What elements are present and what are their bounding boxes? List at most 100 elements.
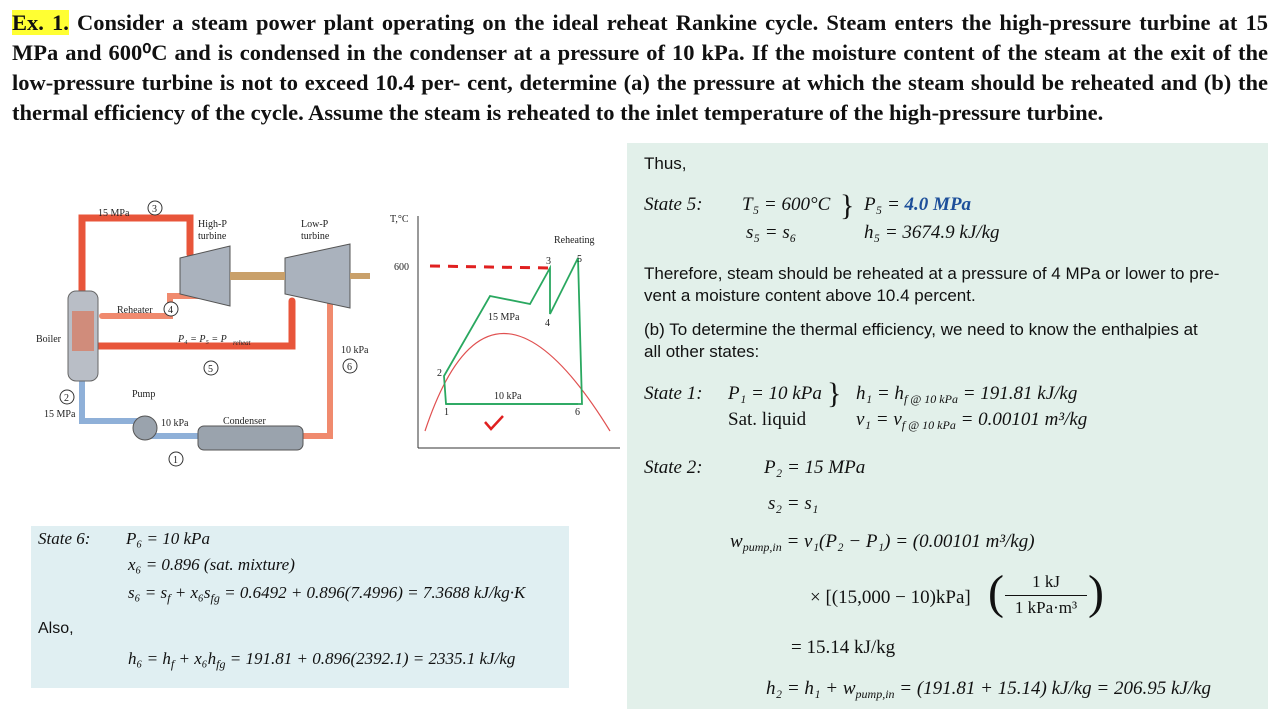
state5-enthalpy: h₅ = 3674.9 kJ/kg xyxy=(864,222,1000,243)
example-label: Ex. 1. xyxy=(12,10,69,35)
thus-text: Thus, xyxy=(644,154,687,173)
water-pipes xyxy=(79,368,203,439)
ts-point-1: 1 xyxy=(444,407,449,418)
state5-label: State 5: xyxy=(644,194,703,215)
ts-point-3: 3 xyxy=(546,256,551,267)
state1-v-sub: f @ 10 kPa xyxy=(901,418,956,432)
fraction-numerator: 1 kJ xyxy=(1032,572,1060,591)
h6-sub-f: f xyxy=(170,657,175,671)
state-5-marker: 5 xyxy=(208,364,213,375)
paren-right: ) xyxy=(1088,566,1104,619)
h2-lhs: h₂ = h₁ + w xyxy=(766,678,856,699)
label-hp2: turbine xyxy=(198,231,227,242)
state5-pressure-lhs: P₅ = xyxy=(864,194,905,215)
problem-statement: Ex. 1. Consider a steam power plant oper… xyxy=(12,8,1268,128)
state5-pressure-value: 4.0 MPa xyxy=(904,194,972,215)
state6-label: State 6: xyxy=(38,529,91,548)
also-text: Also, xyxy=(38,620,74,637)
label-10kpa-right: 10 kPa xyxy=(341,345,369,356)
ts-15mpa-label: 15 MPa xyxy=(488,312,520,323)
pump-work-lhs: w xyxy=(730,531,743,552)
state5-entropy: s₅ = s₆ xyxy=(746,222,797,243)
label-preheat: P₄ = P₅ = P xyxy=(177,334,227,345)
reheat-cycle-path xyxy=(443,257,583,405)
state1-v-value: = 0.00101 m³/kg xyxy=(955,409,1088,430)
state6-quality: x₆ = 0.896 (sat. mixture) xyxy=(128,555,295,574)
label-lp: Low-P xyxy=(301,219,329,230)
ts-point-5: 5 xyxy=(577,254,582,265)
label-15mpa-top: 15 MPa xyxy=(98,208,130,219)
h6-mid: + x₆h xyxy=(174,649,217,668)
s6-value: = 0.6492 + 0.896(7.4996) = 7.3688 kJ/kg·… xyxy=(219,583,526,602)
pump-work-result: = 15.14 kJ/kg xyxy=(791,637,896,658)
ts-10kpa-label: 10 kPa xyxy=(494,391,522,402)
solution-panel-left: State 6: P₆ = 10 kPa x₆ = 0.896 (sat. mi… xyxy=(31,526,569,688)
pump-shape xyxy=(132,415,158,441)
state5-temperature: T₅ = 600°C xyxy=(742,194,831,215)
s6-mid: + x₆s xyxy=(170,583,211,602)
state-markers xyxy=(59,200,358,467)
state-1-marker: 1 xyxy=(173,455,178,466)
problem-text: Consider a steam power plant operating o… xyxy=(12,10,1268,125)
state2-pressure: P₂ = 15 MPa xyxy=(764,457,866,478)
therefore-line2: vent a moisture content above 10.4 perce… xyxy=(644,286,976,305)
state1-volume: v₁ = vf @ 10 kPa = 0.00101 m³/kg xyxy=(856,409,1087,433)
state2-entropy: s₂ = s₁ xyxy=(768,493,819,514)
state1-h-value: = 191.81 kJ/kg xyxy=(957,383,1078,404)
part-b-line1: (b) To determine the thermal efficiency,… xyxy=(644,320,1198,339)
red-dashed-600 xyxy=(429,264,551,270)
ts-point-4: 4 xyxy=(545,318,550,329)
label-10kpa-bottom: 10 kPa xyxy=(161,418,189,429)
condenser-shape xyxy=(197,425,304,451)
s6-sub-f: f xyxy=(167,591,171,605)
ts-point-2: 2 xyxy=(437,368,442,379)
h2-eq: h₂ = h₁ + wpump,in = (191.81 + 15.14) kJ… xyxy=(766,678,1211,702)
s6-lhs: s₆ = s xyxy=(128,583,168,602)
red-check-mark xyxy=(484,415,504,431)
ts-point-6: 6 xyxy=(575,407,580,418)
state6-enthalpy: h₆ = hf + x₆hfg = 191.81 + 0.896(2392.1)… xyxy=(128,649,515,672)
h6-value: = 191.81 + 0.896(2392.1) = 2335.1 kJ/kg xyxy=(225,649,516,668)
state1-sat-liquid: Sat. liquid xyxy=(728,409,807,430)
h6-lhs: h₆ = h xyxy=(128,649,171,668)
pump-work-eq: wpump,in = v₁(P₂ − P₁) = (0.00101 m³/kg) xyxy=(730,531,1035,555)
part-b-line2: all other states: xyxy=(644,342,760,361)
pump-work-rhs: = v₁(P₂ − P₁) = (0.00101 m³/kg) xyxy=(781,531,1035,552)
state6-pressure: P₆ = 10 kPa xyxy=(126,529,210,548)
h6-sub-fg: fg xyxy=(216,657,226,671)
label-pump: Pump xyxy=(132,389,155,400)
state1-h-lhs: h₁ = h xyxy=(856,383,904,404)
hp-turbine-shape xyxy=(179,245,231,307)
ts-diagram: T,°C 600 Reheating 15 MPa 10 kPa 1 2 3 4… xyxy=(390,214,620,449)
label-boiler: Boiler xyxy=(36,334,62,345)
label-preheat-sub: reheat xyxy=(233,339,252,347)
fraction-bar xyxy=(1005,595,1087,596)
h2-rhs: = (191.81 + 15.14) kJ/kg = 206.95 kJ/kg xyxy=(894,678,1212,699)
state2-label: State 2: xyxy=(644,457,703,478)
label-lp2: turbine xyxy=(301,231,330,242)
therefore-line1: Therefore, steam should be reheated at a… xyxy=(644,264,1220,283)
s6-sub-fg: fg xyxy=(210,591,220,605)
pump-work-line2: × [(15,000 − 10)kPa] xyxy=(810,587,971,608)
label-reheater: Reheater xyxy=(117,305,153,316)
state5-brace: } xyxy=(840,189,855,222)
state1-brace: } xyxy=(827,377,842,410)
label-condenser: Condenser xyxy=(223,416,266,427)
paren-left: ( xyxy=(988,566,1004,619)
state-4-marker: 4 xyxy=(168,305,173,316)
label-hp: High-P xyxy=(198,219,227,230)
label-15mpa-left: 15 MPa xyxy=(44,409,76,420)
state1-pressure: P₁ = 10 kPa xyxy=(728,383,822,404)
state1-label: State 1: xyxy=(644,383,703,404)
fraction-denominator: 1 kPa·m³ xyxy=(1014,598,1078,617)
ts-reheating-label: Reheating xyxy=(554,235,595,246)
pump-work-sub: pump,in xyxy=(742,540,782,554)
ts-yaxis-label: T,°C xyxy=(390,214,409,225)
state6-entropy: s₆ = sf + x₆sfg = 0.6492 + 0.896(7.4996)… xyxy=(128,583,525,606)
lp-turbine-shape xyxy=(284,243,351,309)
cycle-diagram: 3 4 5 6 2 1 15 MPa High-P turbine Low-P … xyxy=(36,200,620,467)
state-3-marker: 3 xyxy=(152,204,157,215)
state-2-marker: 2 xyxy=(64,393,69,404)
state1-enthalpy: h₁ = hf @ 10 kPa = 191.81 kJ/kg xyxy=(856,383,1077,407)
state-6-marker: 6 xyxy=(347,362,352,373)
